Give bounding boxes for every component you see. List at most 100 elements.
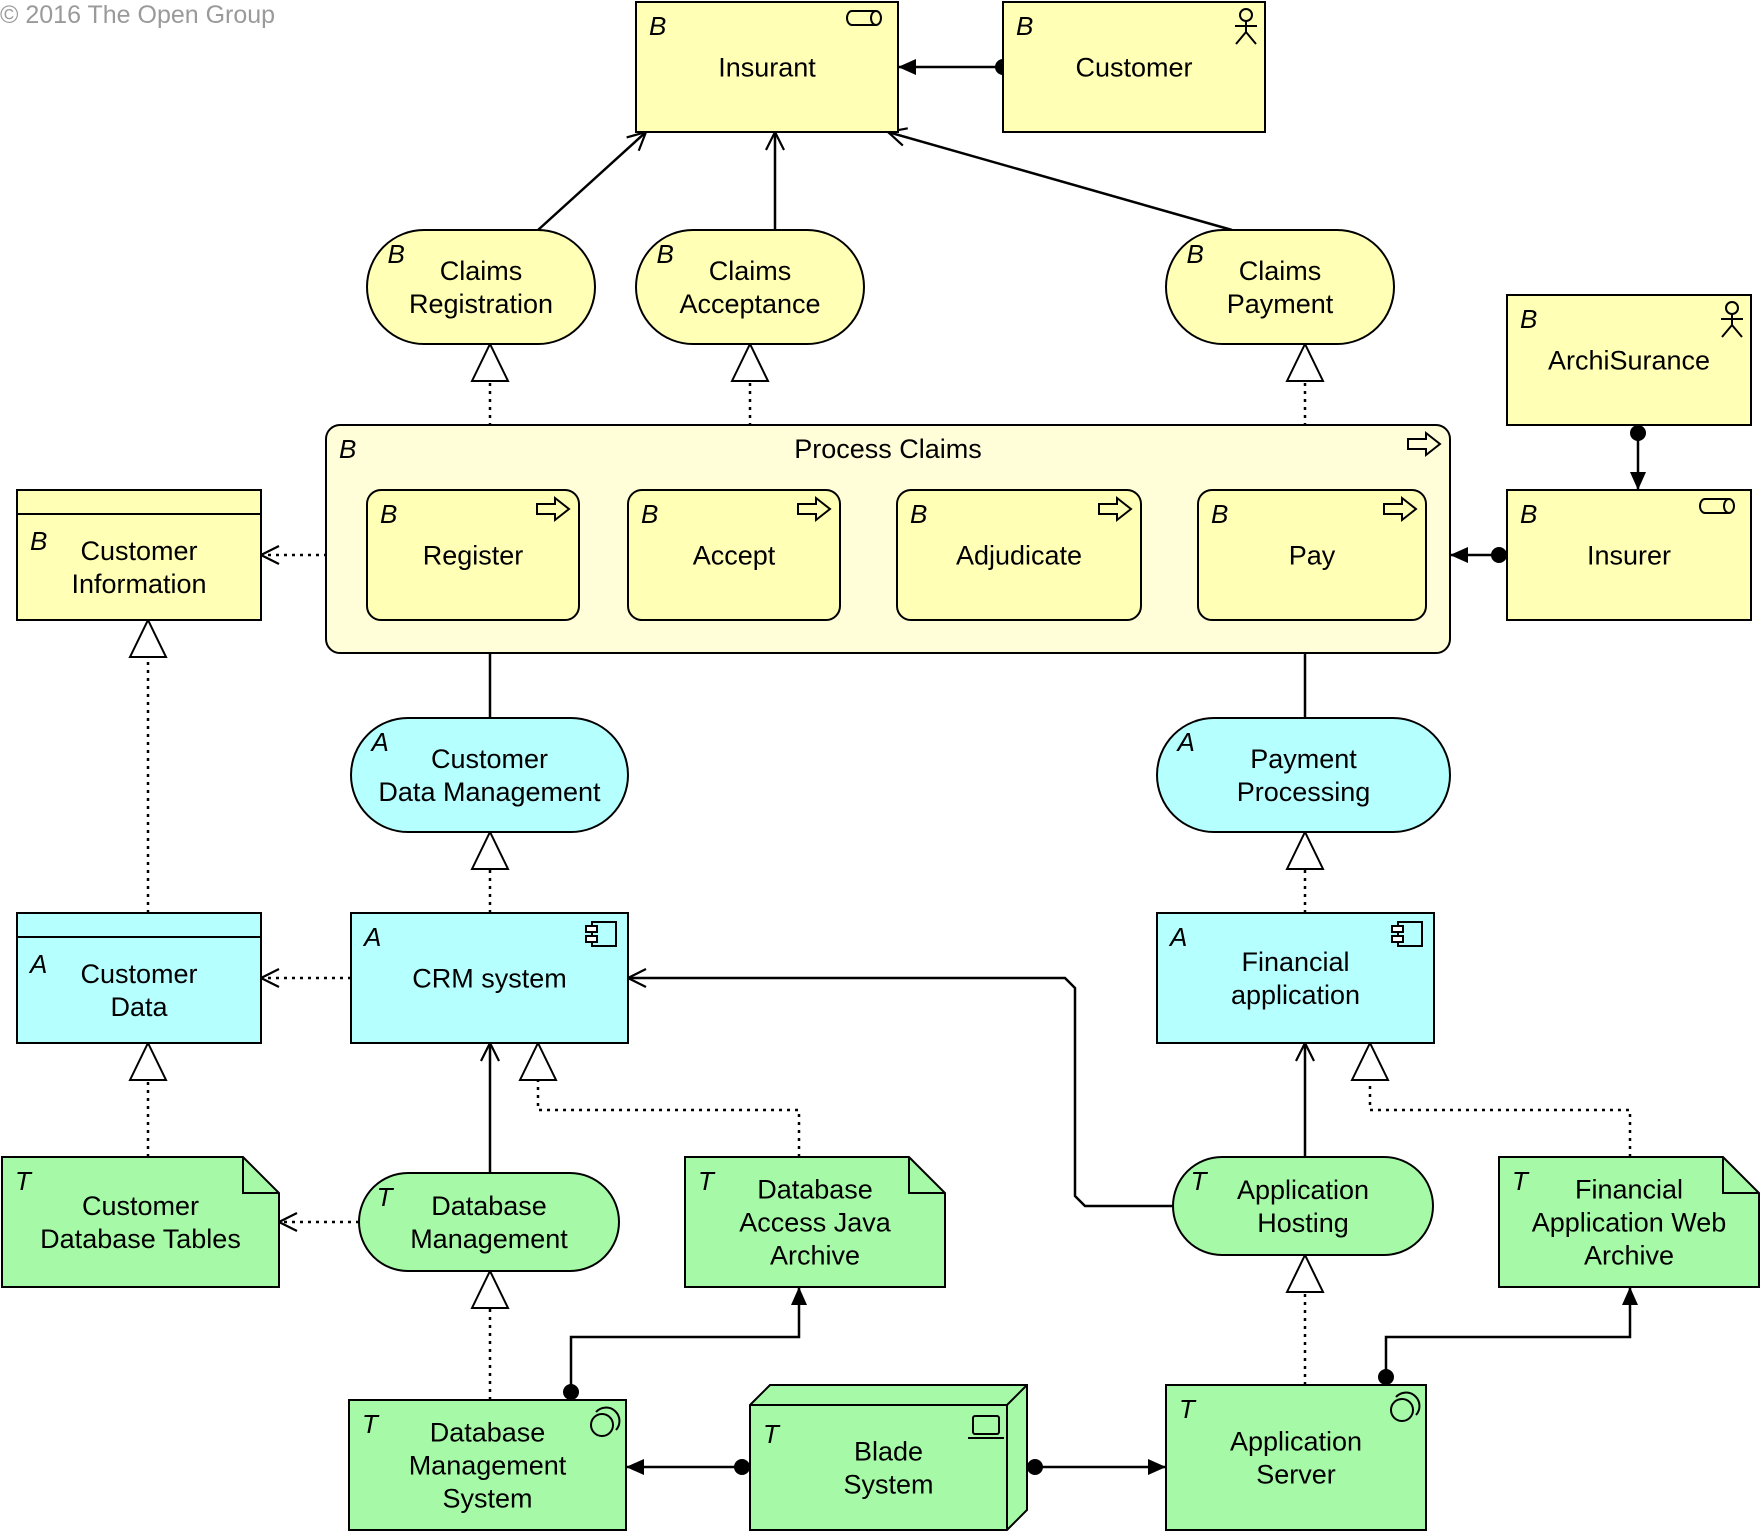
element-label: Acceptance [679, 289, 820, 319]
element-label: Application [1230, 1426, 1362, 1456]
device-icon [968, 1415, 1004, 1439]
element-label: Archive [1584, 1240, 1674, 1270]
element-label: Archive [770, 1240, 860, 1270]
element-label: Database Tables [40, 1224, 241, 1254]
element-label: Registration [409, 289, 553, 319]
element-label: Management [409, 1450, 567, 1480]
layer-letter: T [1191, 1166, 1209, 1196]
realization-relationship[interactable] [1370, 1043, 1632, 1157]
actor-icon [1721, 301, 1743, 338]
element-label: Adjudicate [956, 540, 1082, 570]
element-label: Customer [80, 536, 197, 566]
element-label: Customer [1075, 52, 1192, 82]
element-label: Data Management [378, 777, 601, 807]
element-label: Financial [1241, 947, 1349, 977]
insurer[interactable]: B Insurer [1506, 489, 1752, 621]
element-label: Blade [854, 1436, 923, 1466]
element-label: Application [1237, 1175, 1369, 1205]
element-label: Process Claims [794, 434, 982, 464]
layer-letter: B [388, 239, 405, 269]
element-label: Payment [1250, 744, 1357, 774]
layer-letter: B [1211, 499, 1228, 529]
layer-letter: B [1187, 239, 1204, 269]
element-label: Claims [440, 256, 523, 286]
element-label: ArchiSurance [1548, 345, 1710, 375]
realization-relationship[interactable] [538, 1043, 801, 1157]
element-label: Hosting [1257, 1208, 1349, 1238]
element-label: Claims [1239, 256, 1322, 286]
element-label: Database [430, 1417, 546, 1447]
adjudicate[interactable]: B Adjudicate [896, 489, 1142, 621]
element-label: Pay [1289, 540, 1336, 570]
layer-letter: B [1016, 11, 1033, 41]
customer[interactable]: B Customer [1002, 1, 1266, 133]
element-label: Register [423, 540, 524, 570]
element-label: Management [410, 1224, 568, 1254]
layer-letter: T [698, 1166, 716, 1196]
serving-relationship[interactable] [628, 978, 1173, 1208]
actor-icon [1235, 8, 1257, 45]
element-label: System [843, 1469, 933, 1499]
component-icon [1391, 921, 1423, 947]
layer-letter: T [15, 1166, 33, 1196]
assignment-relationship[interactable] [563, 1287, 807, 1400]
layer-letter: B [641, 499, 658, 529]
assignment-relationship[interactable] [1378, 1287, 1638, 1385]
process-icon [536, 495, 571, 523]
layer-letter: B [657, 239, 674, 269]
element-label: System [442, 1483, 532, 1513]
role-icon [846, 10, 882, 26]
layer-letter: B [910, 499, 927, 529]
layer-letter: B [649, 11, 666, 41]
process-icon [1407, 430, 1442, 458]
system-software-icon [1390, 1391, 1421, 1422]
process-icon [1383, 495, 1418, 523]
role-icon [1699, 498, 1735, 514]
serving-relationship[interactable] [888, 132, 1233, 232]
element-label: Access Java [739, 1207, 892, 1237]
element-label: Payment [1227, 289, 1334, 319]
system-software-icon [590, 1406, 621, 1437]
element-label: Claims [709, 256, 792, 286]
pay[interactable]: B Pay [1197, 489, 1427, 621]
element-label: Server [1256, 1459, 1336, 1489]
layer-letter: B [1520, 304, 1537, 334]
process-icon [1098, 495, 1133, 523]
element-label: Customer [82, 1191, 199, 1221]
layer-letter: B [1520, 499, 1537, 529]
layer-letter: B [30, 526, 47, 556]
element-label: Data [110, 992, 168, 1022]
layer-letter: A [1168, 922, 1187, 952]
layer-letter: A [362, 922, 381, 952]
serving-relationship[interactable] [537, 132, 646, 231]
layer-letter: T [1179, 1394, 1197, 1424]
archisurance[interactable]: B ArchiSurance [1506, 294, 1752, 426]
process-claims[interactable]: B Process Claims [325, 424, 1451, 654]
layer-letter: T [377, 1182, 395, 1212]
element-label: Insurer [1587, 540, 1671, 570]
layer-letter: A [370, 727, 389, 757]
element-label: Application Web [1532, 1207, 1727, 1237]
